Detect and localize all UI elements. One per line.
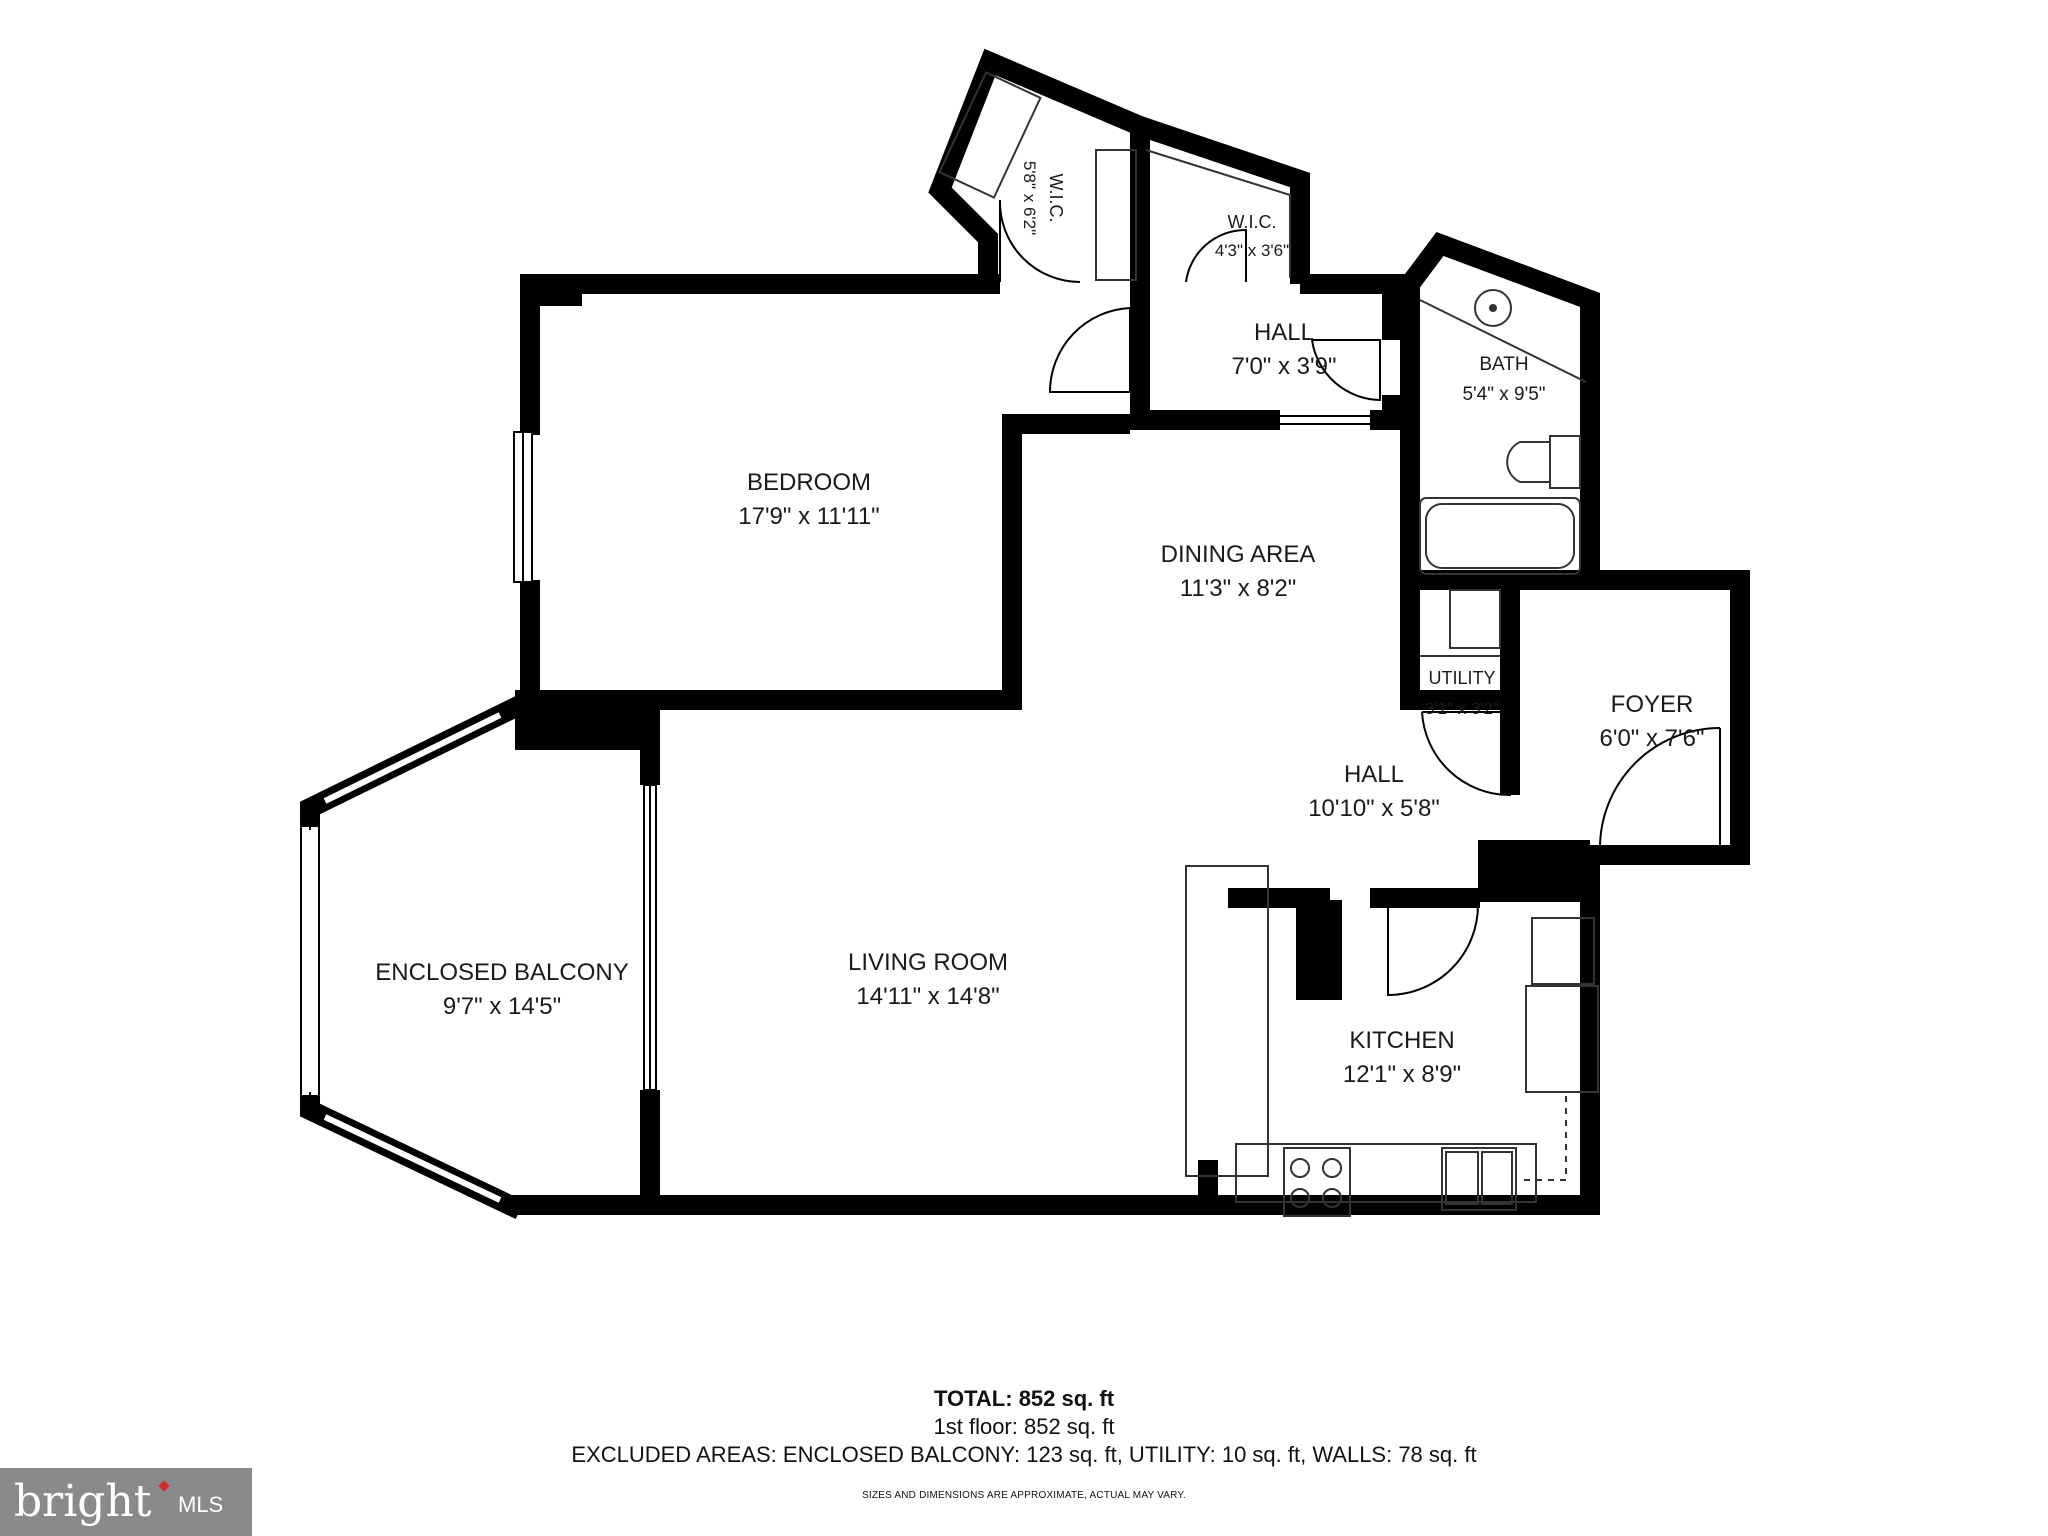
- wic2-dims: 4'3" x 3'6": [1215, 241, 1289, 260]
- disclaimer: SIZES AND DIMENSIONS ARE APPROXIMATE, AC…: [862, 1490, 1186, 1501]
- burner-2: [1322, 1158, 1342, 1178]
- wic2-door-swing: [1185, 228, 1247, 283]
- column-bedroom-corner: [515, 690, 655, 750]
- hall-mid-dims: 10'10" x 5'8": [1308, 795, 1440, 822]
- balcony-wall: [300, 696, 525, 1220]
- dining-dims: 11'3" x 8'2": [1180, 575, 1297, 602]
- bright-mls-logo: bright MLS: [0, 1468, 252, 1536]
- balcony-name: ENCLOSED BALCONY: [375, 959, 628, 986]
- fixtures: [938, 71, 1599, 1217]
- foyer-wall: [1580, 570, 1750, 865]
- wic1-dims: 5'8" x 6'2": [1020, 161, 1039, 235]
- bath-vanity: [1419, 299, 1587, 383]
- dining-name: DINING AREA: [1161, 541, 1316, 568]
- bath-wall: [1402, 232, 1600, 590]
- total-label: TOTAL:: [933, 1386, 1013, 1411]
- foyer-dims: 6'0" x 7'6": [1600, 725, 1705, 752]
- kitchen-door-swing: [1387, 904, 1480, 997]
- stove: [1283, 1147, 1351, 1217]
- bathtub-inner: [1425, 503, 1575, 569]
- balcony-glass-se-edge2: [325, 1111, 504, 1197]
- fridge: [1531, 917, 1595, 985]
- balcony-glass-ne-edge: [321, 709, 501, 798]
- column-kitchen-inner: [1296, 900, 1342, 1000]
- bath-name: BATH: [1479, 354, 1528, 375]
- bathtub: [1419, 497, 1581, 575]
- bath-sink: [1474, 289, 1512, 327]
- wic1-door-swing: [998, 199, 1081, 283]
- hall-mid-name: HALL: [1344, 761, 1404, 788]
- foyer-door-swing: [1598, 727, 1721, 849]
- bath-dims: 5'4" x 9'5": [1462, 384, 1545, 405]
- floor-area: 1st floor: 852 sq. ft: [933, 1414, 1115, 1439]
- balcony-glass-outline: [321, 709, 504, 1206]
- logo-accent-icon: [158, 1480, 170, 1492]
- living-dims: 14'11" x 14'8": [856, 983, 999, 1010]
- kitchen-counter-east: [1525, 985, 1599, 1093]
- balcony-glass-se-edge: [321, 1120, 501, 1206]
- sliding-door: [643, 784, 657, 1091]
- toilet-tank: [1549, 435, 1581, 489]
- kitchen-sink-right: [1481, 1151, 1513, 1205]
- excluded-areas: EXCLUDED AREAS: ENCLOSED BALCONY: 123 sq…: [571, 1442, 1477, 1467]
- living-name: LIVING ROOM: [848, 949, 1008, 976]
- balcony-glass-se: [323, 1114, 502, 1203]
- utility-dims: 3'1" x 3'2": [1425, 699, 1499, 718]
- balcony-glass-ne-edge2: [325, 719, 504, 807]
- kitchen-counter-west: [1185, 865, 1269, 1177]
- hall-door-swing: [1310, 339, 1381, 402]
- column-kitchen: [1478, 840, 1590, 902]
- utility-unit: [1449, 589, 1501, 649]
- total-area: TOTAL: 852 sq. ft: [0, 1386, 2048, 1412]
- total-value: 852 sq. ft: [1018, 1386, 1115, 1411]
- bedroom-name: BEDROOM: [747, 469, 871, 496]
- wic2-name: W.I.C.: [1228, 212, 1277, 232]
- kitchen-sink-left: [1445, 1151, 1479, 1205]
- bath-sink-drain: [1489, 304, 1497, 312]
- bedroom-south-wall: [520, 414, 1130, 710]
- kitchen-dashed-line: [1520, 1096, 1567, 1181]
- hall-top-name: HALL: [1254, 319, 1314, 346]
- foyer-name: FOYER: [1611, 691, 1694, 718]
- balcony-dims: 9'7" x 14'5": [443, 993, 561, 1020]
- utility-name: UTILITY: [1428, 668, 1495, 688]
- hall-top-dims: 7'0" x 3'9": [1232, 353, 1337, 380]
- wic1-shelf: [938, 71, 1042, 199]
- toilet-bowl: [1506, 441, 1550, 483]
- utility-door-swing: [1421, 711, 1511, 797]
- door-swings: [998, 199, 1721, 997]
- bedroom-dims: 17'9" x 11'11": [738, 503, 879, 530]
- kitchen-name: KITCHEN: [1349, 1027, 1454, 1054]
- kitchen-dims: 12'1" x 8'9": [1343, 1061, 1461, 1088]
- logo-suffix: MLS: [178, 1492, 224, 1517]
- burner-1: [1290, 1158, 1310, 1178]
- bedroom-door-swing: [1048, 307, 1131, 393]
- wic1-wall: [928, 48, 1150, 284]
- balcony-glass-ne: [323, 712, 502, 804]
- utility-wall: [1400, 580, 1520, 710]
- balcony-glass: [307, 712, 502, 1203]
- structural-columns: [515, 290, 1590, 1000]
- burner-3: [1290, 1188, 1310, 1208]
- burner-4: [1322, 1188, 1342, 1208]
- wic2-wall: [1136, 116, 1310, 284]
- hall-closet: [1095, 149, 1137, 281]
- logo-brand: bright: [14, 1476, 152, 1527]
- column-bedroom-nw: [540, 290, 582, 306]
- wic2-shelf: [1145, 149, 1291, 278]
- wic1-name: W.I.C.: [1046, 174, 1066, 223]
- kitchen-sink: [1441, 1147, 1517, 1211]
- kitchen-counter-south: [1235, 1143, 1537, 1203]
- room-labels: BEDROOM 17'9" x 11'11" W.I.C. 5'8" x 6'2…: [375, 161, 1704, 1088]
